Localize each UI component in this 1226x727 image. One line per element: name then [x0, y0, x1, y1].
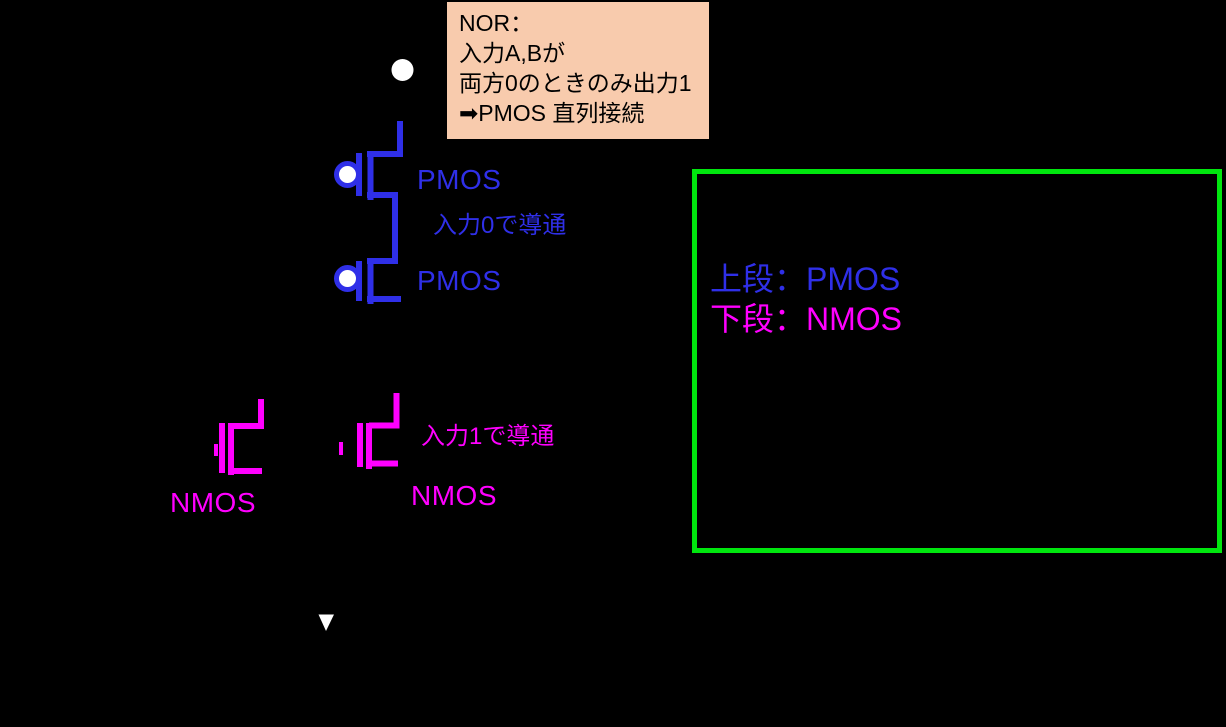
nmos1-label: NMOS — [170, 487, 256, 518]
legend-box: 上段：PMOS 下段：NMOS — [692, 169, 1222, 553]
pmos-series-link — [367, 192, 398, 264]
nor-note-line-4: ➡PMOS 直列接続 — [459, 100, 645, 126]
nmos-conduction-note: 入力1で導通 — [421, 423, 555, 450]
legend-line-pmos: 上段：PMOS — [710, 261, 901, 297]
legend-line-nmos: 下段：NMOS — [710, 301, 903, 337]
nor-note-line-3: 両方0のときのみ出力1 — [459, 70, 692, 96]
nmos2-drain-lead — [369, 393, 400, 429]
nmos1-gate-stub — [214, 444, 218, 456]
nmos2-gate-stub — [339, 442, 343, 455]
nor-note-box: NOR： 入力A,Bが 両方0のときのみ出力1 ➡PMOS 直列接続 — [447, 2, 709, 139]
pmos1-drain-lead — [367, 121, 403, 157]
nmos2-label: NMOS — [411, 480, 497, 511]
nmos1-drain-lead — [231, 399, 264, 429]
nor-note-line-1: NOR： — [459, 10, 534, 36]
pmos2-label: PMOS — [417, 265, 502, 296]
nor-note-line-2: 入力A,Bが — [459, 40, 566, 66]
ground-icon — [318, 614, 334, 631]
pmos-conduction-note: 入力0で導通 — [433, 212, 567, 239]
pmos1-label: PMOS — [417, 164, 502, 195]
vdd-node-dot — [391, 59, 414, 81]
pmos2-gate-bubble-icon — [334, 265, 361, 292]
pmos1-gate-bubble-icon — [334, 161, 361, 188]
